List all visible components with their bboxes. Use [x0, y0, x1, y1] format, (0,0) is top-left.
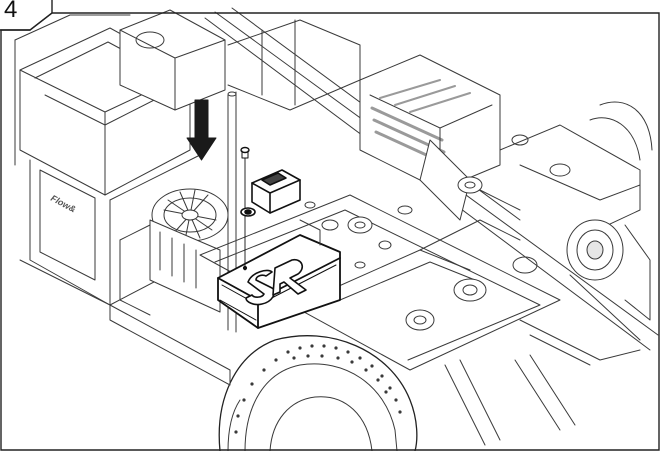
steering-linkage: [329, 216, 641, 446]
rear-tire: [218, 335, 418, 452]
right-wheel-hub: [566, 219, 651, 341]
hardware-bits: [299, 201, 413, 269]
servo-block: [119, 219, 221, 316]
switch-unit: [240, 169, 301, 217]
step-tab: [0, 0, 53, 31]
rear-tower: [499, 101, 653, 239]
damper: [419, 139, 521, 221]
motor-mount: [119, 9, 361, 111]
chassis-plate: [199, 194, 561, 371]
down-arrow-icon: [186, 99, 217, 161]
step-number: 4: [4, 0, 18, 23]
lower-left-bar: [19, 259, 231, 386]
sr-logo-icon: [245, 258, 307, 306]
